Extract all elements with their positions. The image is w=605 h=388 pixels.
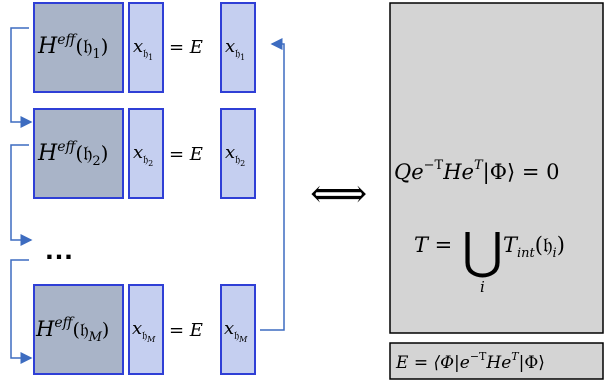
- eq2-close: ): [557, 233, 565, 257]
- vector-left-1: [128, 2, 164, 93]
- x-subsub-right-1: 1: [240, 53, 245, 62]
- x-sub-right-m: 𝔥: [234, 329, 239, 342]
- x-subsub-left-m: M: [146, 335, 156, 344]
- h-label-m: H: [35, 317, 55, 341]
- equivalence-symbol: ⟺: [310, 171, 367, 217]
- eq-label-2: = E: [169, 144, 203, 165]
- energy-equation: E = ⟨Φ|e−THeT|Φ⟩: [395, 350, 545, 373]
- feedback-arrows: [10, 27, 285, 364]
- energy-post: |Φ⟩: [519, 353, 545, 373]
- union-index: i: [480, 278, 485, 296]
- h-sub-m: M: [88, 330, 103, 345]
- energy-pre: E = ⟨Φ|e: [395, 353, 470, 373]
- x-subsub-right-2: 2: [240, 159, 245, 168]
- x-label-left-2: x: [133, 142, 143, 163]
- hamiltonian-matrix-2: [33, 108, 124, 199]
- svg-text:x𝔥1: x𝔥1: [133, 36, 153, 62]
- x-sub-right-2: 𝔥: [235, 153, 240, 166]
- x-label-left-m: x: [132, 318, 142, 339]
- hamiltonian-matrix-1: [33, 2, 124, 93]
- x-label-right-m: x: [224, 318, 234, 339]
- eq2-T: T: [503, 233, 519, 257]
- h-sup-m: eff: [54, 315, 74, 331]
- x-subsub-left-1: 1: [148, 53, 153, 62]
- hamiltonian-matrix-m: [33, 284, 124, 375]
- h-arg-m: (𝔥: [73, 319, 89, 341]
- bigcup-symbol: ⋃: [462, 222, 503, 280]
- svg-text:Heff(𝔥2): Heff(𝔥2): [37, 139, 108, 169]
- eq2-lhs: T =: [414, 233, 452, 257]
- h-sup-1: eff: [57, 32, 77, 48]
- svg-text:x𝔥M: x𝔥M: [132, 318, 156, 344]
- equations-panel: [389, 2, 604, 334]
- svg-text:Heff(𝔥M): Heff(𝔥M): [35, 315, 109, 345]
- x-label-left-1: x: [133, 36, 143, 57]
- equation-projection: Qe−THeT|Φ⟩ = 0: [394, 158, 559, 185]
- h-sub-2: 2: [92, 154, 100, 169]
- eq-label-1: = E: [169, 37, 203, 58]
- eq-label-m: = E: [169, 320, 203, 341]
- svg-text:x𝔥M: x𝔥M: [224, 318, 248, 344]
- h-sup-2: eff: [57, 139, 77, 155]
- x-subsub-left-2: 2: [148, 159, 153, 168]
- block-2: Heff(𝔥2) x𝔥2 = E x𝔥2: [33, 108, 256, 199]
- vector-left-m: [128, 284, 164, 375]
- x-label-right-2: x: [225, 142, 235, 163]
- svg-text:x𝔥2: x𝔥2: [133, 142, 153, 168]
- eq1-sup1: −T: [424, 158, 444, 173]
- x-sub-left-2: 𝔥: [143, 153, 148, 166]
- vector-right-2: [220, 108, 256, 199]
- h-close-2: ): [101, 141, 109, 165]
- x-sub-left-m: 𝔥: [142, 329, 147, 342]
- energy-box: [389, 342, 604, 380]
- vector-right-m: [220, 284, 256, 375]
- h-close-1: ): [101, 34, 109, 58]
- x-subsub-right-m: M: [238, 335, 248, 344]
- x-sub-left-1: 𝔥: [143, 47, 148, 60]
- eq1-mid: He: [442, 160, 474, 184]
- x-label-right-1: x: [225, 36, 235, 57]
- energy-sup2: T: [511, 350, 520, 363]
- arrow-2-to-dots: [10, 144, 33, 246]
- energy-sup1: −T: [470, 350, 487, 363]
- equation-union: T = ⋃ i Tint(𝔥i): [414, 222, 565, 296]
- svg-text:x𝔥1: x𝔥1: [225, 36, 245, 62]
- ellipsis: …: [44, 233, 74, 266]
- h-label-2: H: [37, 141, 58, 166]
- h-close-m: ): [102, 319, 109, 341]
- energy-mid: He: [485, 353, 511, 373]
- svg-text:Tint(𝔥i): Tint(𝔥i): [503, 233, 565, 261]
- h-label-1: H: [37, 34, 58, 59]
- arrow-m-to-1: [260, 38, 285, 331]
- x-sub-right-1: 𝔥: [235, 47, 240, 60]
- h-arg-1: (𝔥: [75, 34, 92, 58]
- eq1-pre: Qe: [394, 160, 424, 184]
- block-m: Heff(𝔥M) x𝔥M = E x𝔥M: [33, 284, 256, 375]
- arrow-dots-to-m: [10, 259, 33, 364]
- svg-text:Heff(𝔥1): Heff(𝔥1): [37, 32, 108, 62]
- vector-right-1: [220, 2, 256, 93]
- svg-text:x𝔥2: x𝔥2: [225, 142, 245, 168]
- h-sub-1: 1: [92, 47, 100, 62]
- arrow-1-to-2: [10, 27, 33, 128]
- h-arg-2: (𝔥: [75, 141, 92, 165]
- eq2-arg: (𝔥: [535, 233, 553, 257]
- eq1-sup2: T: [474, 158, 484, 173]
- eq2-sub: int: [517, 246, 536, 261]
- vector-left-2: [128, 108, 164, 199]
- eq1-post: |Φ⟩ = 0: [483, 160, 560, 185]
- block-1: Heff(𝔥1) x𝔥1 = E x𝔥1: [33, 2, 256, 93]
- eq2-argsub: i: [553, 246, 557, 261]
